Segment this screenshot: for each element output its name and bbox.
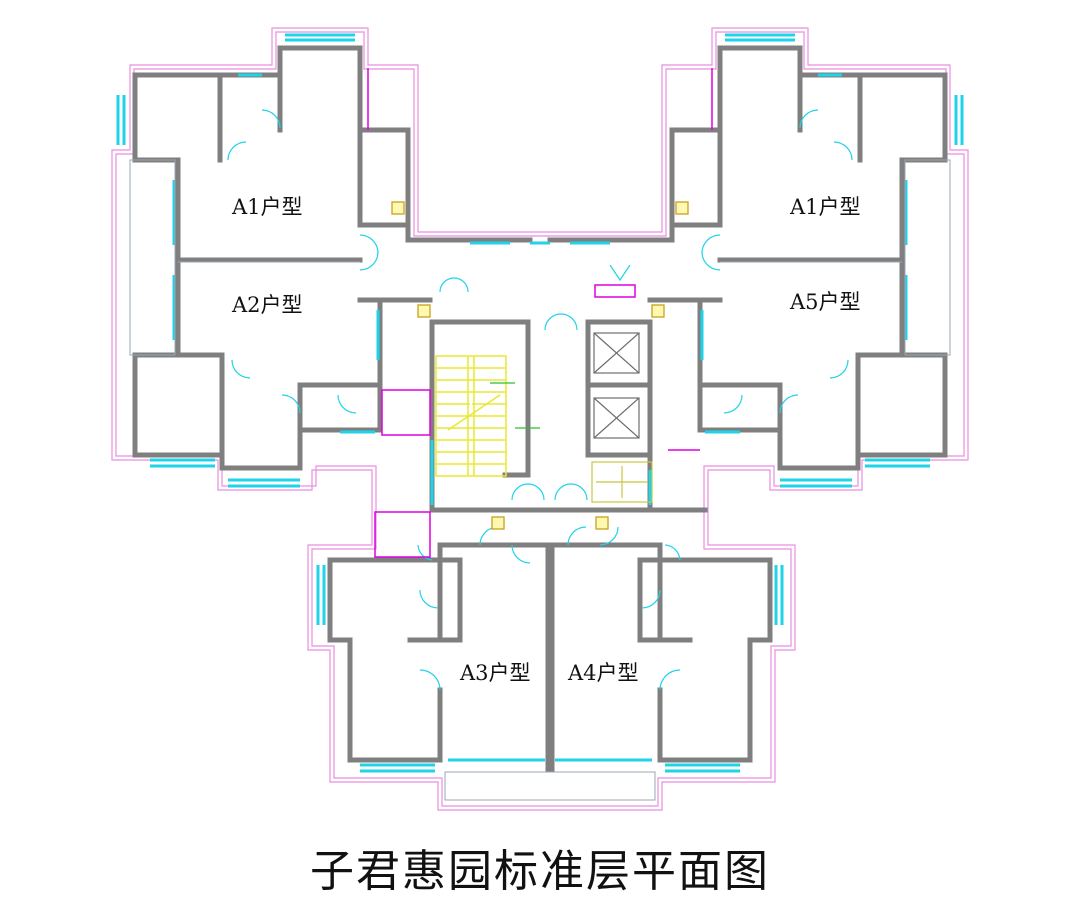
building-outline xyxy=(111,27,969,811)
elevators xyxy=(591,332,653,503)
unit-label-a1-right: A1户型 xyxy=(789,195,861,219)
unit-label-a2: A2户型 xyxy=(231,293,303,317)
walls xyxy=(132,45,948,773)
balcony-lines xyxy=(129,159,951,801)
unit-label-a1-left: A1户型 xyxy=(231,195,303,219)
magenta-shafts xyxy=(367,68,713,558)
staircase xyxy=(435,355,507,477)
door-swings xyxy=(227,109,853,691)
unit-label-a5: A5户型 xyxy=(789,290,861,314)
unit-label-a3: A3户型 xyxy=(459,661,531,685)
duct-markers xyxy=(391,201,689,530)
plan-title: 子君惠园标准层平面图 xyxy=(310,846,770,897)
stair-arrows xyxy=(490,382,540,429)
unit-label-a4: A4户型 xyxy=(567,661,639,685)
windows xyxy=(116,33,964,773)
